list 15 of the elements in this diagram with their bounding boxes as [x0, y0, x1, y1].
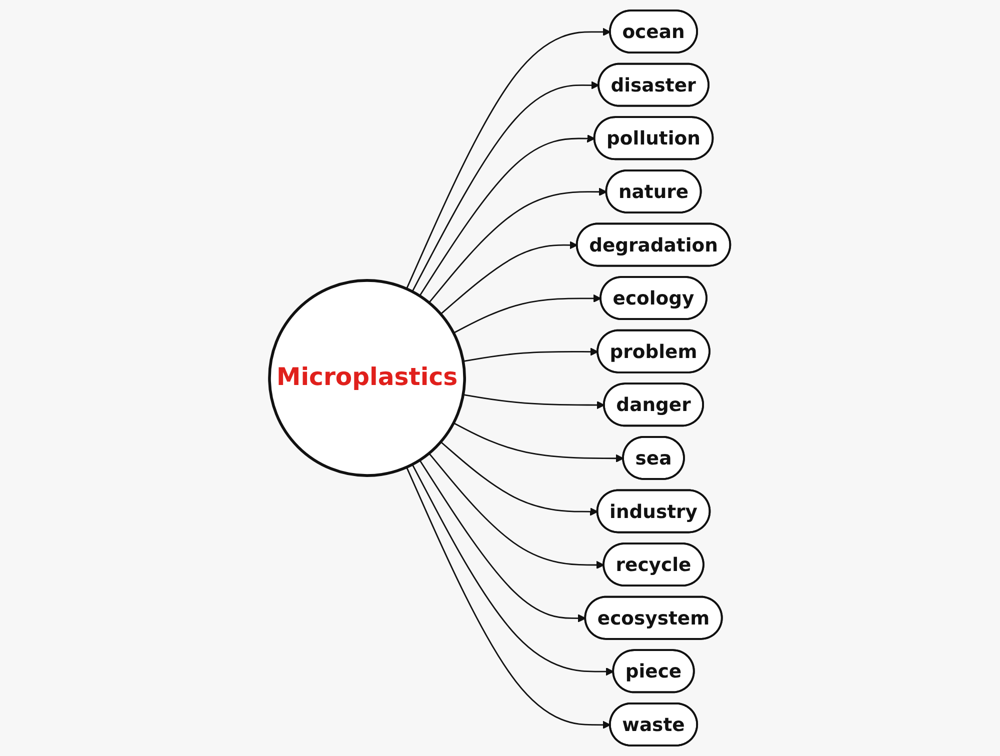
arrow [406, 28, 611, 290]
arrow [463, 348, 599, 362]
arrow [412, 81, 600, 292]
arrow [419, 460, 586, 622]
arrow [412, 464, 614, 676]
arrow [428, 452, 605, 570]
arrow [453, 422, 624, 462]
arrow [419, 134, 596, 296]
arrow [428, 188, 608, 304]
arrow [406, 466, 611, 729]
arrow [440, 241, 578, 315]
node-circle: Microplastics [268, 279, 466, 477]
arrow [463, 394, 605, 410]
arrow [440, 441, 598, 516]
arrow [453, 294, 602, 334]
